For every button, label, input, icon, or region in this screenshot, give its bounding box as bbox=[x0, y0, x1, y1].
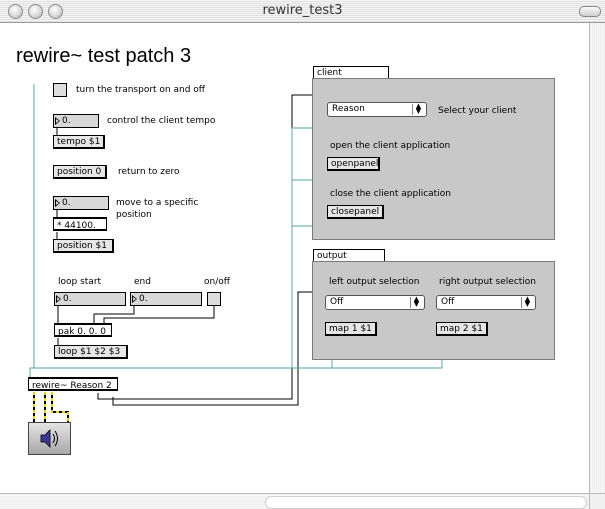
toolbar-toggle-button[interactable] bbox=[579, 6, 601, 17]
closepanel-message[interactable]: closepanel bbox=[327, 205, 384, 219]
multiply-object[interactable]: * 44100. bbox=[53, 217, 107, 231]
right-output-menu[interactable]: Off ▲▼ bbox=[436, 295, 536, 310]
zoom-window-button[interactable] bbox=[48, 4, 63, 19]
close-window-button[interactable] bbox=[8, 4, 23, 19]
vertical-scrollbar[interactable] bbox=[589, 23, 605, 493]
right-output-value: Off bbox=[441, 297, 455, 307]
tempo-label: control the client tempo bbox=[107, 116, 216, 126]
move-label-line1: move to a specific bbox=[116, 198, 199, 208]
horizontal-scroll-thumb[interactable] bbox=[265, 496, 587, 509]
position-message[interactable]: position $1 bbox=[53, 239, 114, 253]
move-number-box[interactable]: 0. bbox=[53, 196, 109, 210]
output-mapping-tab: output mapping bbox=[313, 249, 385, 273]
transport-toggle[interactable] bbox=[53, 83, 67, 97]
speaker-icon bbox=[40, 429, 58, 448]
select-client-label: Select your client bbox=[438, 106, 517, 116]
output-mapping-panel bbox=[312, 261, 555, 360]
pak-object[interactable]: pak 0. 0. 0 bbox=[54, 323, 112, 337]
map2-message[interactable]: map 2 $1 bbox=[436, 322, 488, 336]
left-output-menu[interactable]: Off ▲▼ bbox=[325, 295, 425, 310]
updown-arrows-icon: ▲▼ bbox=[412, 103, 424, 115]
tempo-message[interactable]: tempo $1 bbox=[53, 135, 105, 149]
left-output-value: Off bbox=[330, 297, 344, 307]
updown-arrows-icon: ▲▼ bbox=[410, 296, 422, 308]
openpanel-message[interactable]: openpanel bbox=[327, 157, 380, 171]
minimize-window-button[interactable] bbox=[28, 4, 43, 19]
patch-title: rewire~ test patch 3 bbox=[16, 45, 192, 67]
loop-start-number-box[interactable]: 0. bbox=[54, 292, 126, 306]
window-title: rewire_test3 bbox=[262, 3, 343, 18]
resize-grip[interactable] bbox=[589, 493, 605, 509]
loop-start-label: loop start bbox=[58, 277, 102, 287]
zero-label: return to zero bbox=[118, 167, 180, 177]
rewire-object[interactable]: rewire~ Reason 2 bbox=[28, 377, 118, 391]
move-label-line2: position bbox=[116, 210, 152, 220]
client-selection-tab: client selection bbox=[313, 66, 389, 90]
title-bar[interactable]: rewire_test3 bbox=[0, 0, 605, 23]
left-output-label: left output selection bbox=[329, 277, 420, 287]
dac-speaker-button[interactable] bbox=[28, 422, 71, 455]
horizontal-scrollbar[interactable] bbox=[0, 493, 590, 509]
position-zero-message[interactable]: position 0 bbox=[53, 165, 107, 179]
loop-onoff-toggle[interactable] bbox=[207, 292, 221, 306]
updown-arrows-icon: ▲▼ bbox=[521, 296, 533, 308]
client-menu[interactable]: Reason ▲▼ bbox=[327, 102, 427, 117]
right-output-label: right output selection bbox=[439, 277, 537, 287]
tempo-number-box[interactable]: 0. bbox=[53, 114, 99, 128]
end-label: end bbox=[134, 277, 151, 287]
onoff-label: on/off bbox=[204, 277, 230, 287]
open-client-label: open the client application bbox=[330, 141, 451, 151]
client-menu-value: Reason bbox=[332, 104, 365, 114]
loop-message[interactable]: loop $1 $2 $3 bbox=[54, 345, 128, 359]
map1-message[interactable]: map 1 $1 bbox=[325, 322, 377, 336]
close-client-label: close the client application bbox=[330, 189, 451, 199]
transport-label: turn the transport on and off bbox=[76, 85, 205, 95]
loop-end-number-box[interactable]: 0. bbox=[130, 292, 202, 306]
